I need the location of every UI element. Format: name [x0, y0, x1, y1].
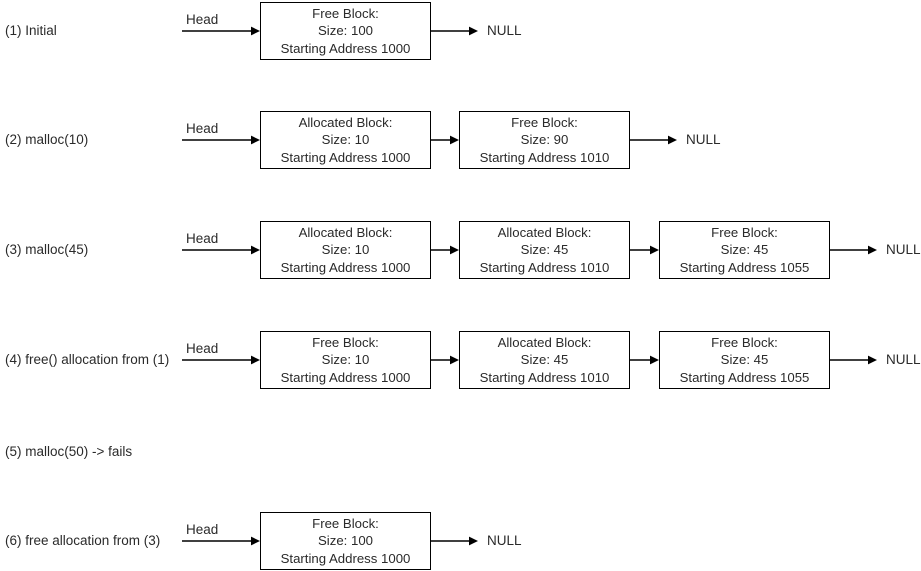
block-kind: Allocated Block:: [497, 224, 592, 240]
null-label: NULL: [886, 352, 921, 367]
next-pointer-arrow: [630, 354, 659, 366]
null-label: NULL: [886, 242, 921, 257]
block-kind: Free Block:: [511, 114, 578, 130]
block-kind: Free Block:: [711, 224, 778, 240]
next-pointer-arrow: [431, 244, 459, 256]
step-label: (1) Initial: [5, 23, 57, 38]
block-address: Starting Address 1055: [679, 369, 810, 385]
next-pointer-arrow: [630, 244, 659, 256]
block-address: Starting Address 1000: [280, 369, 411, 385]
block-kind: Free Block:: [312, 515, 379, 531]
block-kind: Allocated Block:: [298, 224, 393, 240]
block-size: Size: 45: [720, 352, 769, 368]
head-label: Head: [186, 522, 219, 537]
block-size: Size: 10: [321, 242, 370, 258]
block-address: Starting Address 1055: [679, 259, 810, 275]
step-label: (4) free() allocation from (1): [5, 352, 170, 367]
block-size: Size: 45: [720, 242, 769, 258]
block-kind: Allocated Block:: [298, 114, 393, 130]
head-arrow: [182, 134, 260, 146]
block-size: Size: 10: [321, 132, 370, 148]
block-address: Starting Address 1010: [479, 369, 610, 385]
null-label: NULL: [487, 23, 522, 38]
step-label: (2) malloc(10): [5, 132, 89, 147]
step-label: (3) malloc(45): [5, 242, 89, 257]
block-address: Starting Address 1010: [479, 149, 610, 165]
block-size: Size: 100: [318, 533, 373, 549]
block-kind: Free Block:: [312, 5, 379, 21]
block-size: Size: 45: [520, 242, 569, 258]
head-arrow: [182, 244, 260, 256]
block-size: Size: 10: [321, 352, 370, 368]
block-size: Size: 90: [520, 132, 569, 148]
head-label: Head: [186, 341, 219, 356]
head-label: Head: [186, 12, 219, 27]
next-pointer-arrow: [431, 134, 459, 146]
block-address: Starting Address 1000: [280, 259, 411, 275]
head-label: Head: [186, 121, 219, 136]
null-label: NULL: [686, 132, 721, 147]
head-arrow: [182, 535, 260, 547]
block-address: Starting Address 1000: [280, 550, 411, 566]
block-address: Starting Address 1010: [479, 259, 610, 275]
head-arrow: [182, 354, 260, 366]
step-label: (5) malloc(50) -> fails: [5, 444, 133, 459]
null-pointer-arrow: [431, 535, 478, 547]
null-pointer-arrow: [830, 244, 877, 256]
block-kind: Free Block:: [711, 334, 778, 350]
null-pointer-arrow: [630, 134, 677, 146]
head-arrow: [182, 25, 260, 37]
step-label: (6) free allocation from (3): [5, 533, 161, 548]
head-label: Head: [186, 231, 219, 246]
null-label: NULL: [487, 533, 522, 548]
block-size: Size: 45: [520, 352, 569, 368]
null-pointer-arrow: [431, 25, 478, 37]
block-address: Starting Address 1000: [280, 40, 411, 56]
block-kind: Free Block:: [312, 334, 379, 350]
block-size: Size: 100: [318, 23, 373, 39]
block-kind: Allocated Block:: [497, 334, 592, 350]
null-pointer-arrow: [830, 354, 877, 366]
next-pointer-arrow: [431, 354, 459, 366]
block-address: Starting Address 1000: [280, 149, 411, 165]
